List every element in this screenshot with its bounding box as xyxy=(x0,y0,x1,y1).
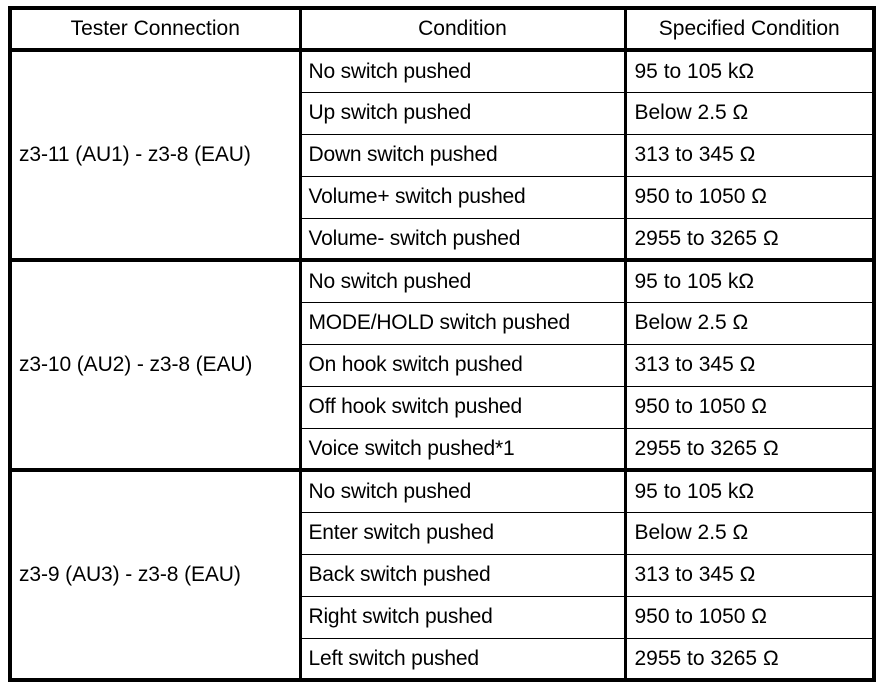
cell-condition: No switch pushed xyxy=(299,468,627,513)
cell-condition: Volume- switch pushed xyxy=(299,217,627,261)
column-header-tester-connection: Tester Connection xyxy=(9,7,302,51)
cell-specified-condition: 313 to 345 Ω xyxy=(624,343,875,387)
cell-condition: Right switch pushed xyxy=(299,595,627,639)
cell-specified-condition: 313 to 345 Ω xyxy=(624,553,875,597)
table-body: z3-11 (AU1) - z3-8 (EAU)No switch pushed… xyxy=(9,48,875,681)
cell-condition: No switch pushed xyxy=(299,258,627,303)
cell-tester-connection: z3-9 (AU3) - z3-8 (EAU) xyxy=(9,468,302,681)
cell-specified-condition: 95 to 105 kΩ xyxy=(624,468,875,513)
table-header-row: Tester Connection Condition Specified Co… xyxy=(9,7,875,51)
cell-specified-condition: 2955 to 3265 Ω xyxy=(624,637,875,681)
cell-condition: MODE/HOLD switch pushed xyxy=(299,301,627,345)
cell-specified-condition: 950 to 1050 Ω xyxy=(624,595,875,639)
cell-condition: Up switch pushed xyxy=(299,91,627,135)
cell-specified-condition: 950 to 1050 Ω xyxy=(624,175,875,219)
cell-condition: Volume+ switch pushed xyxy=(299,175,627,219)
table-row: z3-11 (AU1) - z3-8 (EAU)No switch pushed… xyxy=(9,48,875,261)
cell-specified-condition: 95 to 105 kΩ xyxy=(624,48,875,93)
cell-condition: On hook switch pushed xyxy=(299,343,627,387)
cell-specified-condition: 2955 to 3265 Ω xyxy=(624,217,875,261)
cell-specified-condition: Below 2.5 Ω xyxy=(624,91,875,135)
cell-condition: Left switch pushed xyxy=(299,637,627,681)
cell-specified-condition: 313 to 345 Ω xyxy=(624,133,875,177)
cell-condition: No switch pushed xyxy=(299,48,627,93)
cell-tester-connection: z3-11 (AU1) - z3-8 (EAU) xyxy=(9,48,302,261)
cell-condition: Voice switch pushed*1 xyxy=(299,427,627,471)
cell-specified-condition: Below 2.5 Ω xyxy=(624,301,875,345)
cell-condition: Back switch pushed xyxy=(299,553,627,597)
cell-condition: Off hook switch pushed xyxy=(299,385,627,429)
cell-condition: Down switch pushed xyxy=(299,133,627,177)
cell-condition: Enter switch pushed xyxy=(299,511,627,555)
spec-table: Tester Connection Condition Specified Co… xyxy=(8,6,876,682)
table-row: z3-10 (AU2) - z3-8 (EAU)No switch pushed… xyxy=(9,258,875,471)
cell-tester-connection: z3-10 (AU2) - z3-8 (EAU) xyxy=(9,258,302,471)
column-header-specified-condition: Specified Condition xyxy=(624,7,875,51)
cell-specified-condition: 2955 to 3265 Ω xyxy=(624,427,875,471)
cell-specified-condition: 95 to 105 kΩ xyxy=(624,258,875,303)
cell-specified-condition: 950 to 1050 Ω xyxy=(624,385,875,429)
cell-specified-condition: Below 2.5 Ω xyxy=(624,511,875,555)
table-header: Tester Connection Condition Specified Co… xyxy=(9,7,875,51)
column-header-condition: Condition xyxy=(299,7,627,51)
